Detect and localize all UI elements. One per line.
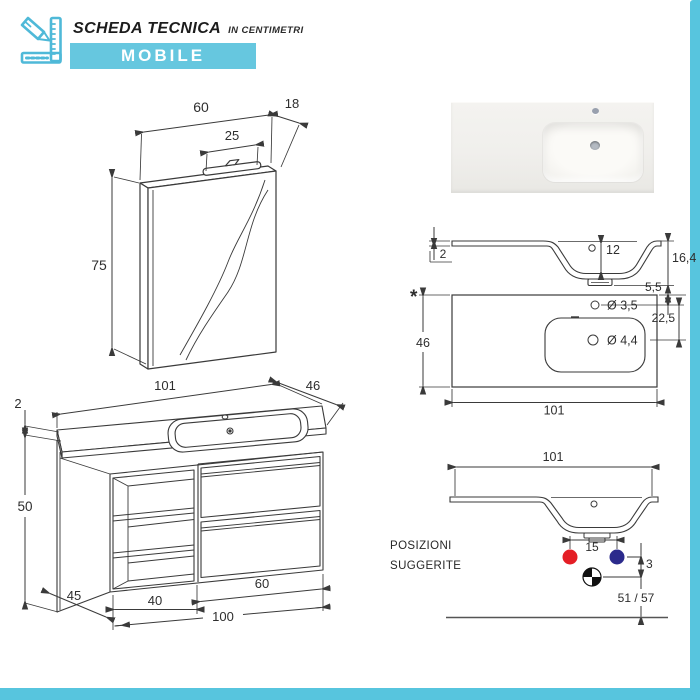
basin-front-profile [449,496,659,534]
vanity-drawer-bottom [200,509,321,579]
vanity-basin [167,408,309,453]
accent-stripe-right [690,0,700,700]
positions-label-line2: SUGGERITE [390,560,462,572]
banner-label: MOBILE [120,46,206,65]
dim-mirror-depth: 18 [285,96,299,111]
dim-drain-hole-diameter: Ø 4,4 [607,334,638,348]
cold-water-dot [609,549,625,565]
dim-vanity-total-width: 100 [212,609,234,624]
washbasin-photo-taphole [592,108,599,114]
dim-section-edge-thickness: 2 [440,247,447,261]
mirror-side-edge [139,182,149,370]
header-titles: SCHEDA TECNICA IN CENTIMETRI [73,20,304,38]
dim-plan-drain-offset: 22,5 [652,311,676,325]
dim-positions-width: 101 [543,450,564,464]
washbasin-photo [451,102,654,193]
dim-plan-depth: 46 [416,336,430,350]
basin-section-profile [451,240,662,280]
drain-center-symbol [582,567,602,587]
suggested-positions-drawing: 101 15 3 51 / 57 [446,450,668,625]
shelf-board [112,507,195,528]
dim-vanity-top-width: 101 [154,378,176,393]
ruler-pencil-icon [20,16,62,64]
mirror-reflection-line [179,179,266,356]
dim-hole-spacing: 15 [585,540,599,554]
tap-hole [590,300,600,310]
dim-vanity-depth: 45 [67,588,81,603]
plan-note-asterisk: * [410,287,418,308]
page-subtitle: IN CENTIMETRI [228,25,304,36]
product-type-banner: MOBILE [70,43,256,69]
mirror-lamp [202,158,262,176]
mirror-reflection-line [185,189,269,361]
drain-fitting [583,532,611,539]
dim-section-total-height: 16,4 [672,251,696,265]
dim-vanity-height: 50 [17,499,32,514]
vanity-open-shelf-unit [112,469,195,590]
vanity-drawer-top [200,455,321,519]
overflow-hole [590,500,598,508]
dim-plan-width: 101 [544,404,565,418]
dim-vanity-top-depth: 46 [306,378,320,393]
dim-mirror-height: 75 [91,257,107,273]
shelf-board [112,544,195,564]
dim-plan-tap-offset: 5,5 [645,280,662,294]
dim-height-range: 51 / 57 [618,591,655,605]
dim-section-bowl-depth: 12 [606,243,620,257]
mirror-cabinet-drawing: 60 18 25 75 [91,96,309,370]
accent-stripe-bottom [0,688,700,700]
vanity-unit-drawing: 101 46 2 50 45 40 60 100 [14,376,346,630]
hot-water-dot [562,549,578,565]
drain-hole [587,334,599,346]
dim-vanity-top-thickness: 2 [14,396,21,411]
dim-mirror-width: 60 [193,99,209,115]
dim-drain-drop: 3 [646,557,653,571]
page-title: SCHEDA TECNICA [73,20,222,37]
mirror-door [147,170,277,370]
dim-mirror-lamp-width: 25 [225,128,239,143]
vanity-tap-hole [221,414,229,420]
washbasin-photo-bowl [543,123,643,182]
basin-section-drawing: 2 12 16,4 [429,227,696,294]
basin-plan-drawing: * 46 101 5,5 22,5 Ø 3,5 Ø 4,4 [410,280,686,418]
dim-vanity-drawer-width: 60 [255,576,269,591]
dim-vanity-shelf-width: 40 [148,593,162,608]
overflow-hole [588,244,596,252]
positions-label-line1: POSIZIONI [390,540,452,552]
washbasin-photo-drain [590,141,600,150]
dim-tap-hole-diameter: Ø 3,5 [607,299,638,313]
